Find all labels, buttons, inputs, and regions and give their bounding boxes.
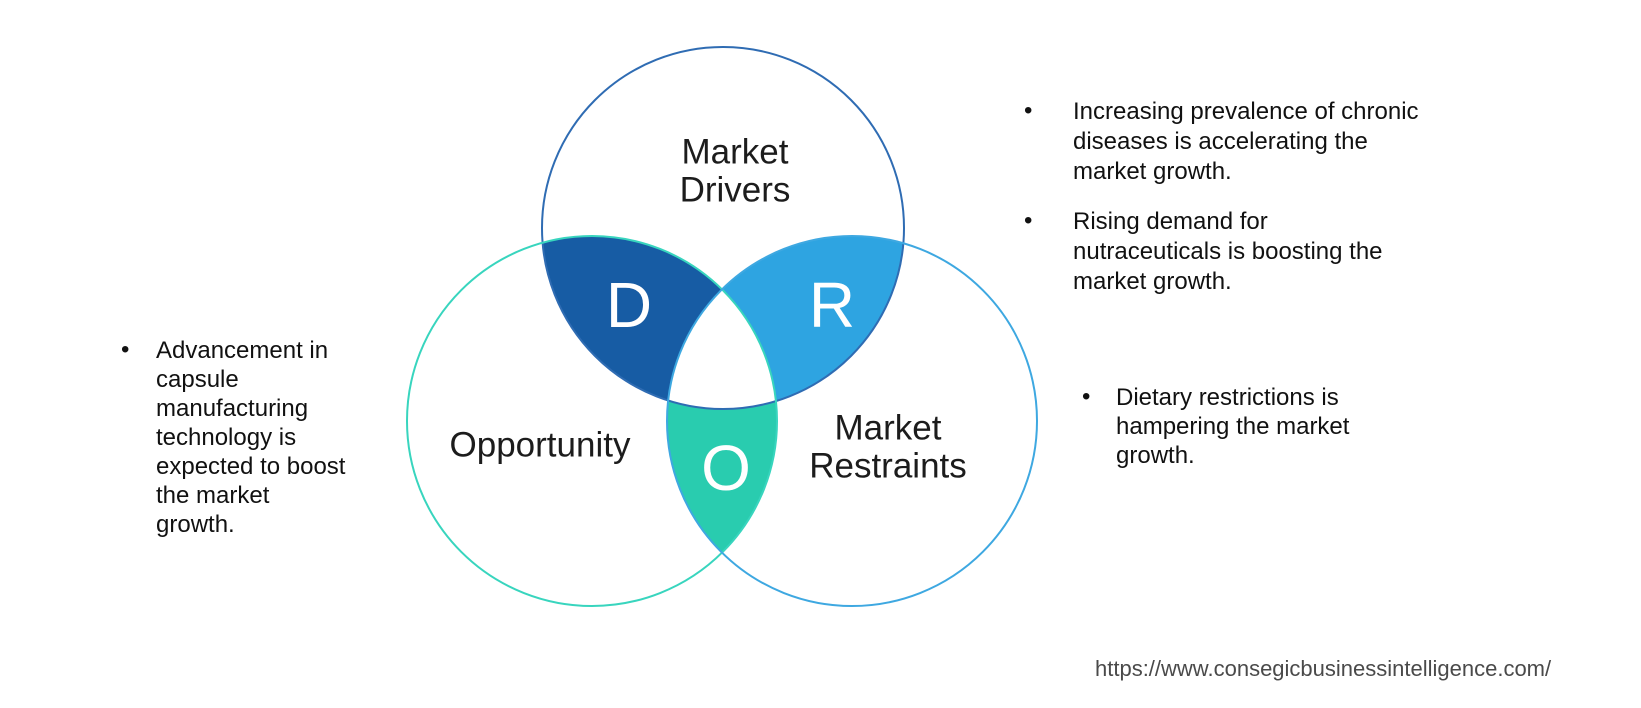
bullet-dot: • xyxy=(1024,207,1033,234)
drivers-label-line2: Drivers xyxy=(680,171,791,210)
drivers-overlap-region xyxy=(542,236,777,409)
restraints-circle xyxy=(666,235,1038,607)
restraints-overlap-region xyxy=(667,236,904,409)
restraints-label-line2: Restraints xyxy=(809,447,967,486)
bullet-dot: • xyxy=(1024,97,1033,124)
restraints-label-line1: Market xyxy=(835,409,942,448)
drivers-circle xyxy=(541,46,905,410)
drivers-label-line1: Market xyxy=(682,133,789,172)
bullet-dot: • xyxy=(121,336,130,363)
source-url: https://www.consegicbusinessintelligence… xyxy=(1095,656,1552,681)
opportunity-letter: O xyxy=(701,432,751,504)
drivers-letter: D xyxy=(606,269,652,341)
restraints-letter: R xyxy=(809,269,855,341)
opportunity-label: Opportunity xyxy=(450,426,631,465)
bullet-dot: • xyxy=(1082,383,1091,410)
opportunity-circle xyxy=(406,235,778,607)
